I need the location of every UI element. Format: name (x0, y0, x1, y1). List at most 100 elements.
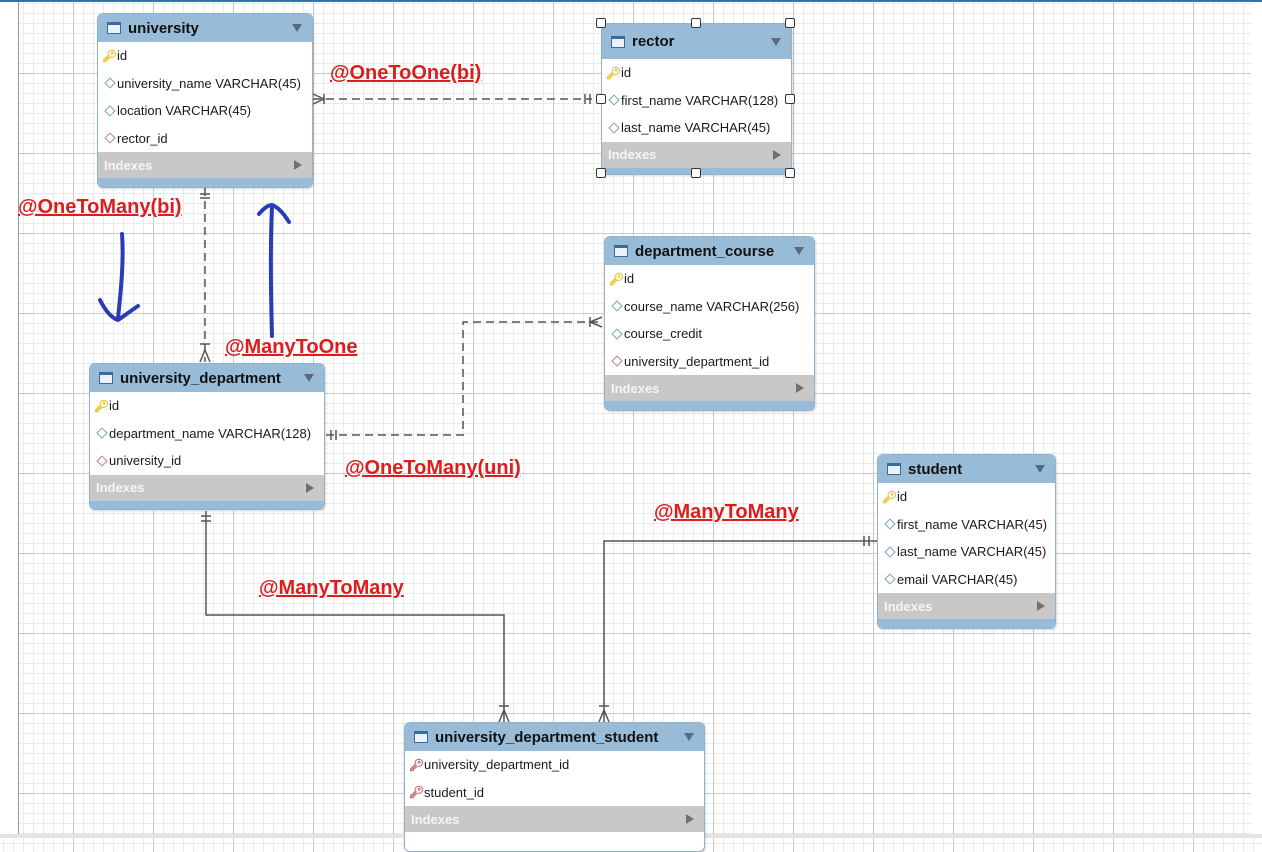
hand-drawn-arrow-up (257, 203, 291, 338)
column-row[interactable]: rector_id (98, 125, 312, 153)
column-row[interactable]: 🔑︎student_id (405, 779, 704, 807)
relation-student-link (598, 536, 877, 723)
column-row[interactable]: 🔑︎university_department_id (405, 751, 704, 779)
expand-arrow-icon[interactable] (796, 383, 804, 393)
expand-arrow-icon[interactable] (1037, 601, 1045, 611)
foreign-primary-key-icon: 🔑︎ (408, 785, 425, 800)
primary-key-icon: 🔑︎ (93, 398, 110, 413)
column-label: last_name VARCHAR(45) (897, 544, 1047, 560)
table-name: student (908, 460, 963, 478)
column-diamond-icon (607, 94, 620, 106)
relation-department-student-link (201, 511, 510, 723)
column-row[interactable]: university_id (90, 447, 324, 475)
collapse-triangle-icon[interactable] (1035, 465, 1045, 473)
table-university[interactable]: university 🔑︎id university_name VARCHAR(… (97, 13, 313, 188)
column-diamond-icon (883, 573, 896, 585)
table-department-course[interactable]: department_course 🔑︎id course_name VARCH… (604, 236, 815, 411)
table-header[interactable]: rector (602, 24, 791, 59)
column-label: student_id (424, 784, 484, 800)
table-university-department-student[interactable]: university_department_student 🔑︎universi… (404, 722, 705, 852)
indexes-section[interactable]: Indexes (90, 474, 324, 501)
column-label: email VARCHAR(45) (897, 571, 1018, 587)
relation-university-rector (312, 93, 592, 105)
column-row[interactable]: 🔑︎id (602, 59, 791, 87)
table-header[interactable]: university_department_student (405, 723, 704, 751)
column-label: id (897, 489, 908, 505)
indexes-section[interactable]: Indexes (605, 375, 814, 401)
table-name: university_department (120, 369, 281, 387)
table-student[interactable]: student 🔑︎id first_name VARCHAR(45) last… (877, 454, 1056, 629)
relation-university-department (199, 188, 211, 363)
annotation-one-to-many-uni: @OneToMany(uni) (345, 457, 521, 479)
column-row[interactable]: 🔑︎id (878, 483, 1055, 511)
expand-arrow-icon[interactable] (686, 814, 694, 824)
resize-handle[interactable] (596, 168, 606, 178)
foreign-key-diamond-icon (95, 455, 108, 467)
resize-handle[interactable] (785, 94, 795, 104)
column-row[interactable]: university_name VARCHAR(45) (98, 70, 312, 98)
column-row[interactable]: course_name VARCHAR(256) (605, 293, 814, 321)
collapse-triangle-icon[interactable] (292, 24, 302, 32)
column-diamond-icon (103, 105, 116, 117)
indexes-label: Indexes (608, 147, 657, 162)
foreign-key-diamond-icon (610, 355, 623, 367)
table-name: university_department_student (435, 728, 659, 746)
resize-handle[interactable] (785, 168, 795, 178)
collapse-triangle-icon[interactable] (771, 38, 781, 46)
foreign-primary-key-icon: 🔑︎ (408, 757, 425, 772)
indexes-section[interactable]: Indexes (405, 806, 704, 832)
table-footer (98, 178, 312, 187)
column-label: id (621, 65, 632, 81)
annotation-one-to-many-bi: @OneToMany(bi) (18, 196, 182, 218)
annotation-many-to-one: @ManyToOne (225, 336, 358, 358)
collapse-triangle-icon[interactable] (304, 374, 314, 382)
expand-arrow-icon[interactable] (773, 149, 781, 160)
indexes-label: Indexes (411, 811, 460, 827)
table-icon (611, 35, 625, 48)
column-row[interactable]: last_name VARCHAR(45) (602, 114, 791, 142)
column-row[interactable]: first_name VARCHAR(128) (602, 87, 791, 115)
table-footer (90, 500, 324, 509)
indexes-label: Indexes (611, 380, 660, 396)
column-row[interactable]: 🔑︎id (98, 42, 312, 70)
annotation-many-to-many-department: @ManyToMany (259, 577, 404, 599)
table-header[interactable]: student (878, 455, 1055, 483)
relation-department-course (326, 316, 603, 440)
expand-arrow-icon[interactable] (294, 160, 302, 170)
primary-key-icon: 🔑︎ (101, 48, 118, 63)
table-university-department[interactable]: university_department 🔑︎id department_na… (89, 363, 325, 510)
resize-handle[interactable] (691, 168, 701, 178)
primary-key-icon: 🔑︎ (605, 65, 622, 80)
column-row[interactable]: location VARCHAR(45) (98, 97, 312, 125)
table-name: rector (632, 33, 675, 50)
column-row[interactable]: university_department_id (605, 348, 814, 376)
column-row[interactable]: first_name VARCHAR(45) (878, 511, 1055, 539)
column-row[interactable]: last_name VARCHAR(45) (878, 538, 1055, 566)
table-footer (605, 401, 814, 410)
column-row[interactable]: department_name VARCHAR(128) (90, 420, 324, 448)
resize-handle[interactable] (596, 18, 606, 28)
collapse-triangle-icon[interactable] (684, 733, 694, 741)
column-label: id (109, 398, 120, 414)
column-label: department_name VARCHAR(128) (109, 425, 312, 441)
expand-arrow-icon[interactable] (306, 482, 314, 493)
resize-handle[interactable] (691, 18, 701, 28)
table-header[interactable]: department_course (605, 237, 814, 265)
indexes-label: Indexes (96, 480, 145, 495)
column-row[interactable]: 🔑︎id (90, 392, 324, 420)
table-header[interactable]: university (98, 14, 312, 42)
resize-handle[interactable] (596, 94, 606, 104)
indexes-section[interactable]: Indexes (878, 593, 1055, 619)
table-rector[interactable]: rector 🔑︎id first_name VARCHAR(128) last… (601, 23, 792, 175)
table-icon (99, 372, 113, 384)
table-header[interactable]: university_department (90, 364, 324, 392)
top-border (0, 0, 1262, 2)
resize-handle[interactable] (785, 18, 795, 28)
column-row[interactable]: email VARCHAR(45) (878, 566, 1055, 594)
column-row[interactable]: 🔑︎id (605, 265, 814, 293)
indexes-section[interactable]: Indexes (602, 141, 791, 168)
column-row[interactable]: course_credit (605, 320, 814, 348)
indexes-section[interactable]: Indexes (98, 152, 312, 178)
collapse-triangle-icon[interactable] (794, 247, 804, 255)
